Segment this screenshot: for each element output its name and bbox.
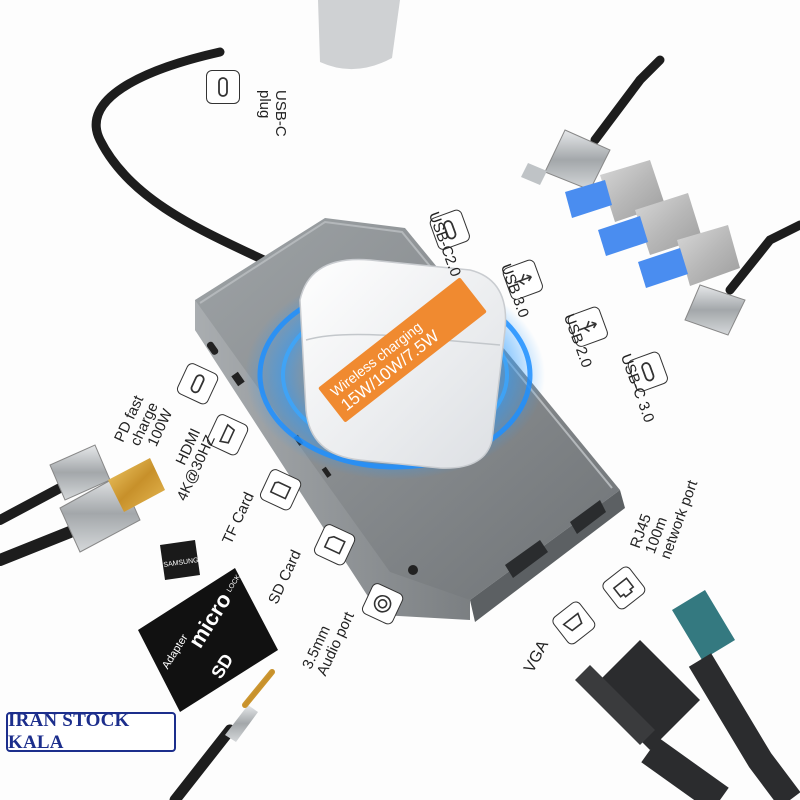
usbc30-icon: [626, 350, 670, 394]
sd-card-icon: [312, 522, 358, 568]
pd-charge-icon: [175, 361, 221, 407]
cables-bottom-left: [0, 444, 278, 800]
usb20-icon: [566, 305, 610, 349]
usb-plugs-top-right: [521, 55, 800, 336]
rj45-icon: [600, 564, 648, 612]
store-logo-text: IRAN STOCK KALA: [8, 710, 130, 753]
vga-icon: [550, 599, 598, 647]
usb30-icon: [501, 258, 545, 302]
top-device: [318, 0, 400, 70]
store-logo: IRAN STOCK KALA: [6, 710, 176, 753]
usbc20-icon: [428, 208, 472, 252]
usbc-plug-cable: [91, 47, 273, 267]
usbc-plug-icon: [206, 70, 240, 104]
cables-bottom-right: [575, 590, 800, 800]
tf-card-icon: [258, 467, 304, 513]
hdmi-icon: [205, 412, 251, 458]
audio-port-icon: [360, 581, 406, 627]
